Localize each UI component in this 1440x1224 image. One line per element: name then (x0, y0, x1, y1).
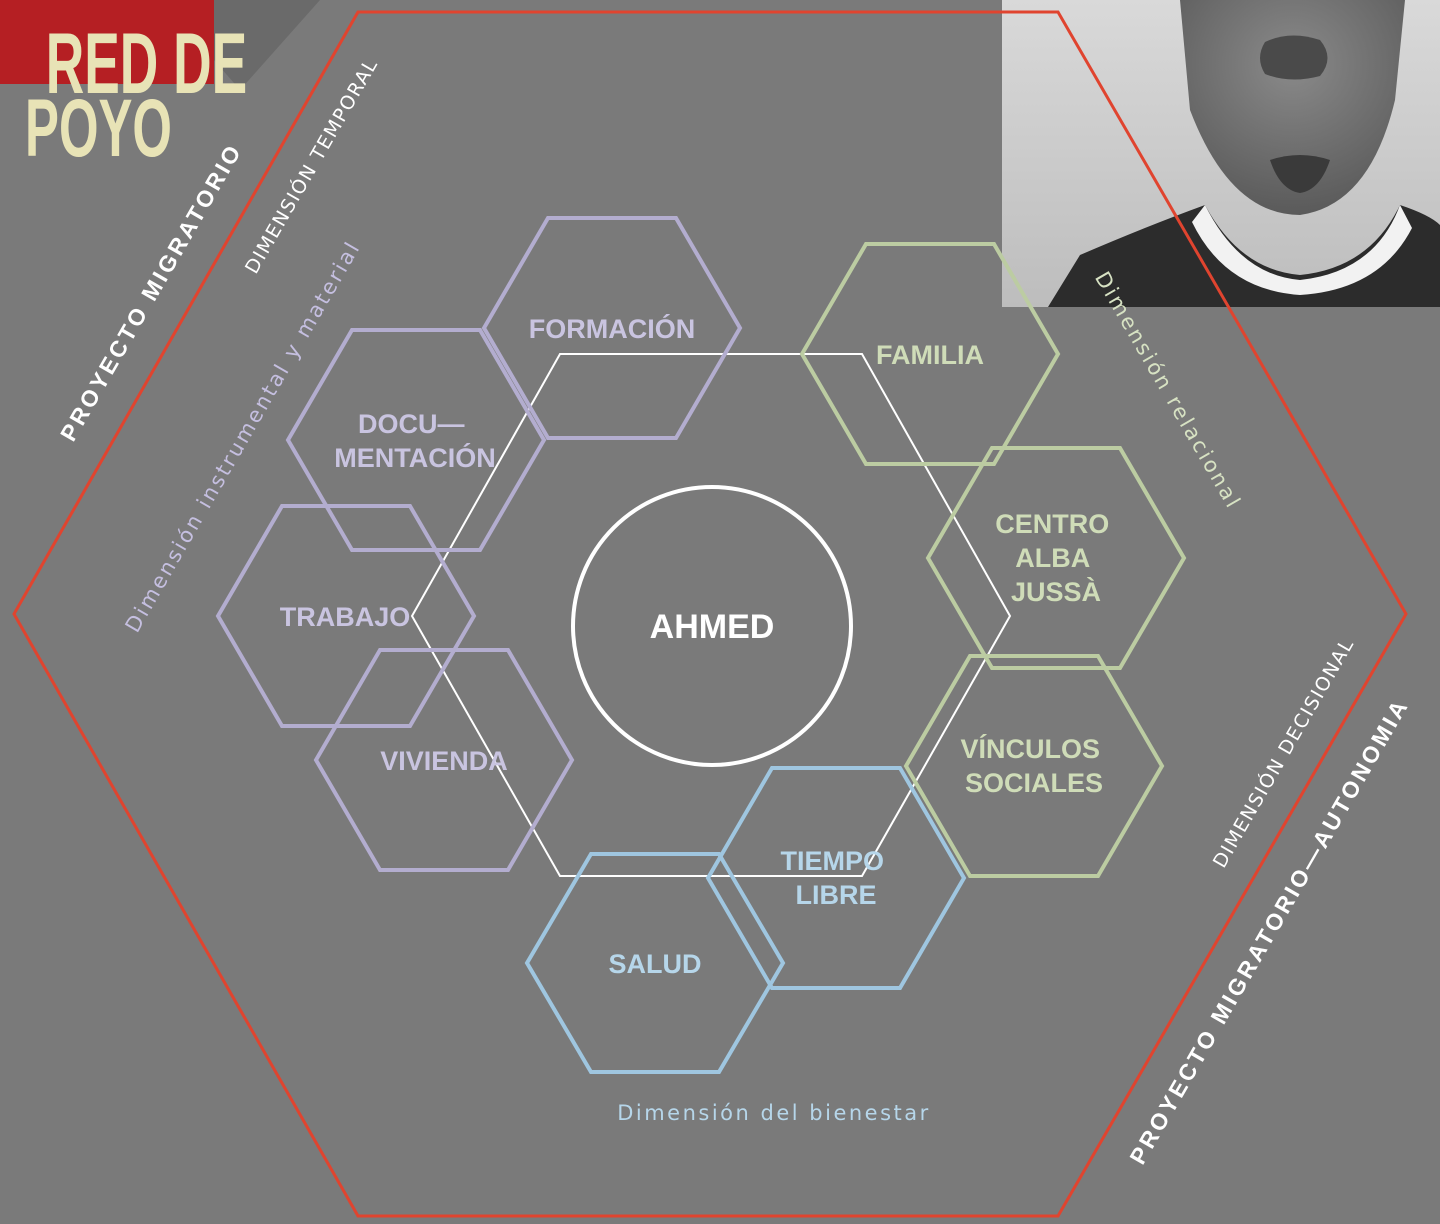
hex-trabajo: TRABAJO (215, 504, 477, 728)
center-label: AHMED (650, 608, 775, 646)
title-line-1: RED DE (46, 16, 247, 112)
node-salud-label: SALUD (609, 949, 702, 979)
node-familia-label: FAMILIA (876, 340, 984, 370)
hex-formacion-shape (481, 216, 743, 440)
node-documentacion-label: DOCU— MENTACIÓN (334, 409, 496, 473)
node-formacion-label: FORMACIÓN (529, 313, 695, 344)
mouth-shape (1260, 35, 1328, 80)
label-dimension-temporal: DIMENSIÓN TEMPORAL (239, 53, 382, 277)
hex-salud-shape (524, 852, 786, 1074)
node-tiempo-label: TIEMPO LIBRE (780, 846, 891, 910)
hex-documentacion: DOCU— MENTACIÓN (285, 328, 547, 552)
beard-shape (1270, 155, 1330, 193)
portrait-photo (1002, 0, 1440, 307)
node-vinculos-label: VÍNCULOS SOCIALES (960, 733, 1107, 798)
center-circle (571, 485, 853, 767)
hex-centro: CENTRO ALBA JUSSÀ (925, 446, 1187, 670)
title-line-2: POYO (25, 83, 172, 174)
hex-formacion: FORMACIÓN (481, 216, 743, 440)
label-dimension-bienestar: Dimensión del bienestar (617, 1101, 931, 1125)
hex-centro-shape (925, 446, 1187, 670)
label-proyecto-migratorio: PROYECTO MIGRATORIO (55, 139, 247, 446)
hex-trabajo-shape (215, 504, 477, 728)
hex-vivienda: VIVIENDA (313, 648, 575, 872)
title-red-block (0, 0, 214, 84)
hex-tiempo-shape (705, 766, 967, 990)
hex-vinculos: VÍNCULOS SOCIALES (903, 654, 1165, 878)
inner-hexagon (410, 353, 1012, 877)
hex-documentacion-shape (285, 328, 547, 552)
outer-hexagon (12, 10, 1408, 1218)
hex-familia-shape (799, 242, 1061, 466)
node-centro-label: CENTRO ALBA JUSSÀ (995, 509, 1117, 607)
center-node: AHMED (571, 485, 853, 767)
hex-vinculos-shape (903, 654, 1165, 878)
node-vivienda-label: VIVIENDA (380, 746, 508, 776)
title-block: RED DE POYO (0, 0, 320, 174)
hex-familia: FAMILIA (799, 242, 1061, 466)
title-shadow-shape (214, 0, 320, 90)
shirt-collar-shape (1192, 205, 1412, 295)
node-trabajo-label: TRABAJO (280, 602, 411, 632)
hex-tiempo: TIEMPO LIBRE (705, 766, 967, 990)
hex-vivienda-shape (313, 648, 575, 872)
hex-salud: SALUD (524, 852, 786, 1074)
face-shape (1180, 0, 1405, 215)
